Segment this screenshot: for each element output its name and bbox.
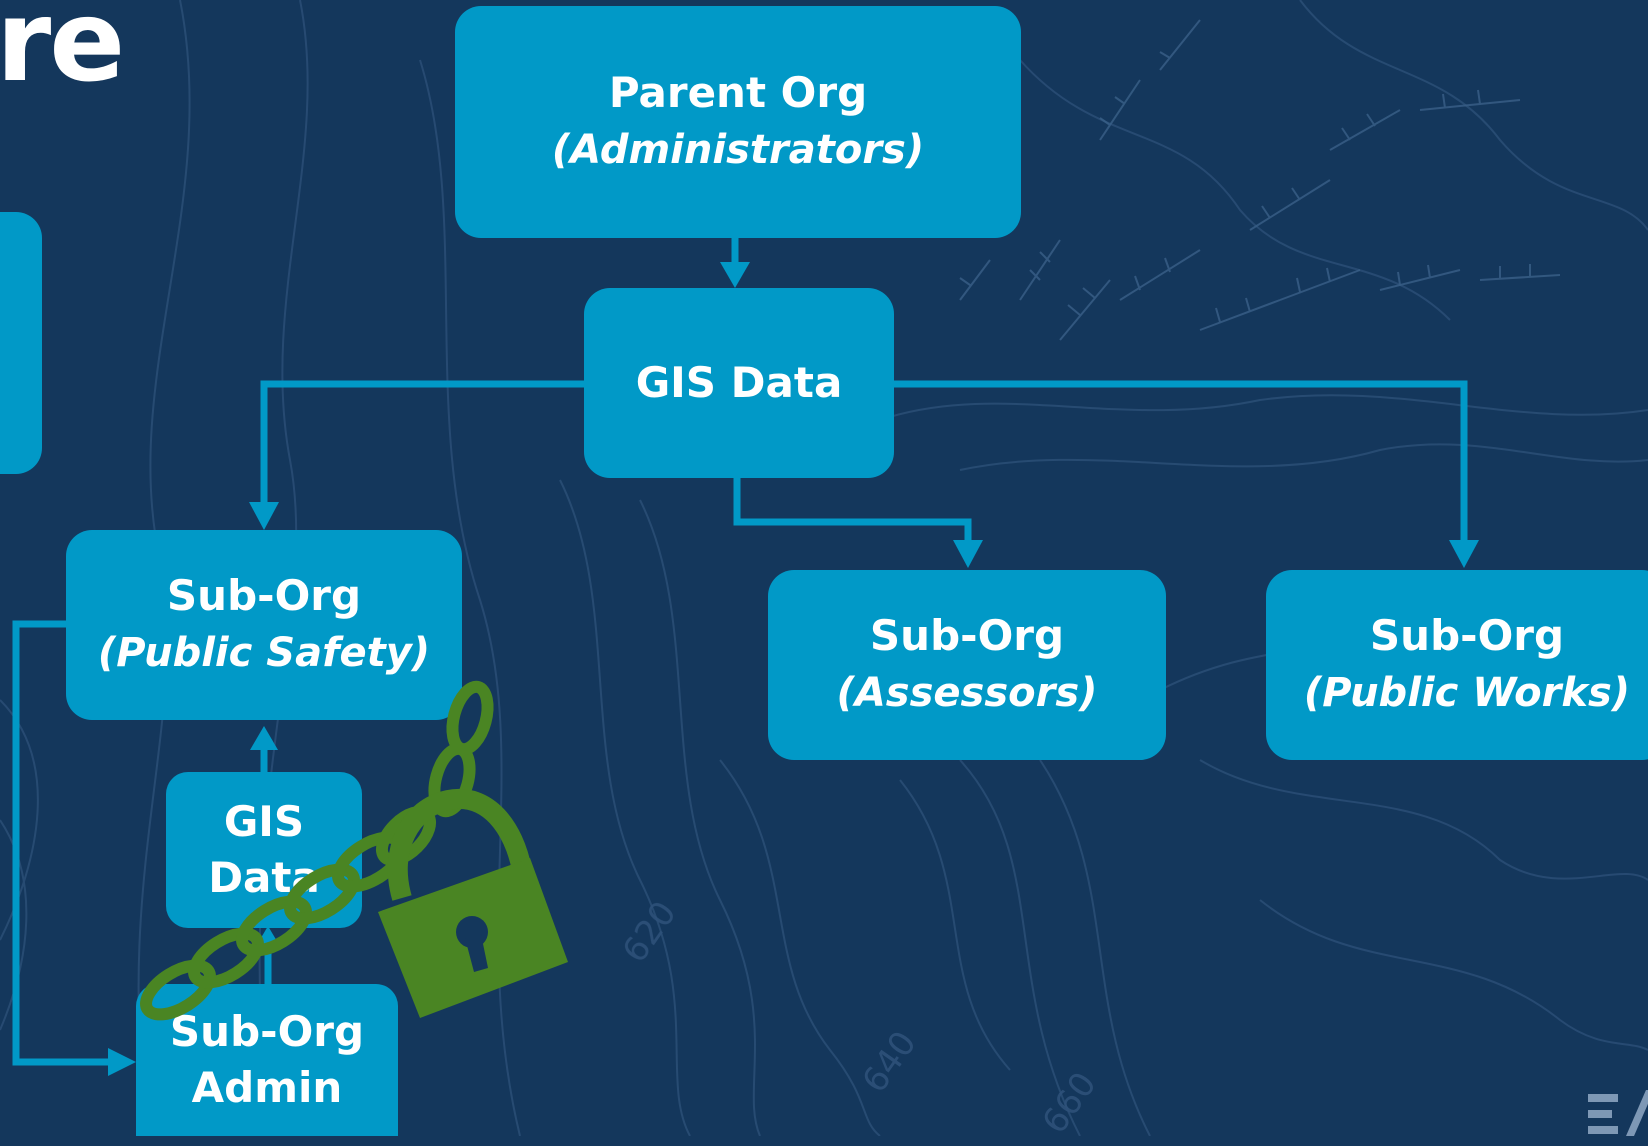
node-public-works-subtitle: (Public Works) [1303, 670, 1631, 716]
connector-gis-to-public-safety [260, 380, 585, 508]
arrowhead-public-works [1449, 540, 1479, 568]
node-gis-data-title: GIS Data [635, 358, 843, 407]
node-assessors-subtitle: (Assessors) [836, 670, 1098, 716]
node-sub-org-admin-line1: Sub-Org [169, 1007, 365, 1056]
logo-mark-icon [1588, 1090, 1648, 1136]
node-sub-org-assessors: Sub-Org (Assessors) [768, 570, 1166, 760]
node-public-works-title: Sub-Org [1369, 611, 1565, 660]
node-parent-org-subtitle: (Administrators) [551, 127, 925, 173]
arrowhead-small-to-public-safety [250, 726, 278, 750]
node-sub-org-admin: Sub-Org Admin [136, 984, 398, 1136]
node-sub-org-public-safety: Sub-Org (Public Safety) [66, 530, 462, 720]
slide-title-fragment: re [0, 0, 125, 107]
node-public-safety-title: Sub-Org [166, 571, 362, 620]
node-public-safety-subtitle: (Public Safety) [97, 630, 431, 676]
node-gis-data-small: GIS Data [166, 772, 362, 928]
arrowhead-assessors [953, 540, 983, 568]
arrowhead-admin [108, 1048, 136, 1076]
node-sub-org-admin-line2: Admin [191, 1063, 343, 1112]
node-sub-org-public-works: Sub-Org (Public Works) [1266, 570, 1648, 760]
connector-gis-to-public-works [892, 380, 1468, 542]
connector-public-safety-to-admin [12, 620, 112, 1066]
node-parent-org-title: Parent Org [608, 68, 868, 117]
node-parent-org: Parent Org (Administrators) [455, 6, 1021, 238]
node-gis-data: GIS Data [584, 288, 894, 478]
left-panel [0, 212, 42, 474]
arrowhead-public-safety [249, 502, 279, 530]
arrowhead-gis [720, 262, 750, 288]
node-assessors-title: Sub-Org [869, 611, 1065, 660]
node-gis-data-small-line1: GIS [223, 797, 305, 846]
connector-gis-to-assessors [733, 478, 972, 542]
padlock-icon [378, 788, 568, 1018]
